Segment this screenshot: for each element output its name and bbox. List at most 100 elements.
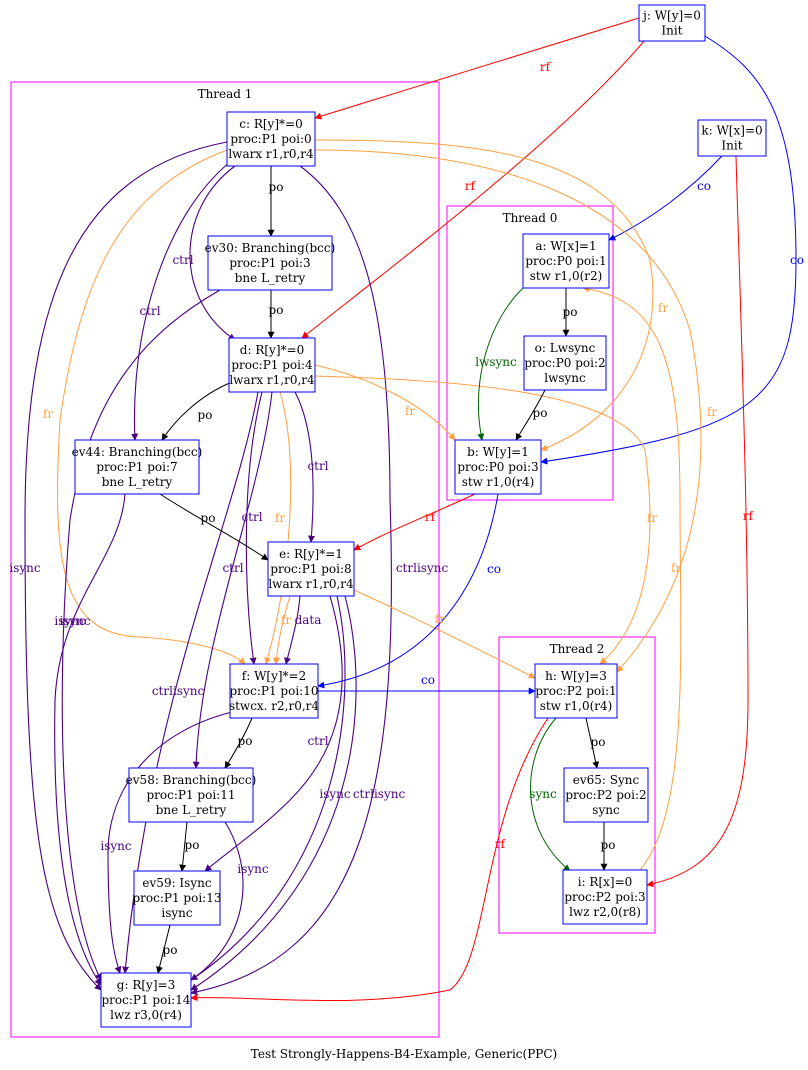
edge-label-d-h: fr xyxy=(647,511,657,525)
edge-label-b-f: co xyxy=(487,562,501,576)
edge-label-c-b: fr xyxy=(658,301,668,315)
node-j-line-1: j: W[y]=0 xyxy=(641,9,701,23)
edge-label-k-i: rf xyxy=(743,509,755,523)
edge-label-h-i: sync xyxy=(529,787,557,801)
edge-label-d-ev58: ctrl xyxy=(222,561,243,575)
node-c-line-2: proc:P1 poi:0 xyxy=(230,132,311,146)
diagram-caption: Test Strongly-Happens-B4-Example, Generi… xyxy=(251,1047,557,1061)
node-ev59-line-2: proc:P1 poi:13 xyxy=(133,891,222,905)
edge-c-h xyxy=(314,149,702,673)
edge-label-c-g: isync xyxy=(9,561,41,575)
edge-d-ev58 xyxy=(192,391,273,769)
node-ev65-line-3: sync xyxy=(592,803,620,817)
node-i-line-3: lwz r2,0(r8) xyxy=(569,905,641,919)
edge-label-c-d: ctrl xyxy=(172,253,193,267)
edge-label-ev44-g: isync xyxy=(59,614,91,628)
edge-label-ev30-d: po xyxy=(269,303,284,317)
edge-ev58-g xyxy=(190,821,244,981)
edge-label-a-b: lwsync xyxy=(475,355,517,369)
edge-e-g2 xyxy=(190,595,357,991)
edge-label-e-f: data xyxy=(295,613,322,627)
node-i-line-1: i: R[x]=0 xyxy=(578,875,633,889)
edge-c-d xyxy=(189,165,236,341)
edge-label-d-g: ctrlisync xyxy=(152,684,205,698)
node-j-line-2: Init xyxy=(661,24,682,38)
node-ev30-line-2: proc:P1 poi:3 xyxy=(229,256,310,270)
node-k-line-2: Init xyxy=(721,139,742,153)
edge-i-a xyxy=(582,285,682,871)
node-f-line-1: f: W[y]*=2 xyxy=(242,669,306,683)
node-ev44-line-3: bne L_retry xyxy=(102,475,173,489)
cluster-label-t2: Thread 2 xyxy=(550,642,605,656)
edge-j-d xyxy=(301,39,646,339)
edge-c-g2 xyxy=(190,165,392,996)
node-ev58-line-1: ev58: Branching(bcc) xyxy=(126,773,257,787)
edge-label-j-b: co xyxy=(790,253,804,267)
node-e-line-2: proc:P1 poi:8 xyxy=(270,562,351,576)
node-ev58-line-3: bne L_retry xyxy=(156,803,227,817)
edge-c-f xyxy=(57,149,246,665)
edge-label-k-a: co xyxy=(697,179,711,193)
edge-a-b xyxy=(477,287,524,441)
edge-e-g xyxy=(190,595,346,981)
edge-c-ev44 xyxy=(131,161,231,441)
edge-d-g xyxy=(122,391,259,974)
cluster-t1: Thread 1 xyxy=(10,81,440,1038)
edge-label-o-b: po xyxy=(533,406,548,420)
edge-label-f-ev58: po xyxy=(238,734,253,748)
node-k-line-1: k: W[x]=0 xyxy=(701,124,762,138)
node-i-line-2: proc:P2 poi:3 xyxy=(564,890,645,904)
edge-d-b xyxy=(314,364,456,441)
node-ev30-line-1: ev30: Branching(bcc) xyxy=(205,241,336,255)
edge-e-ev59 xyxy=(204,595,343,872)
edge-f-g xyxy=(107,711,233,974)
edge-d-f xyxy=(245,391,263,665)
edge-label-f-g: isync xyxy=(100,839,132,853)
edge-e-h xyxy=(353,589,536,679)
edge-f-ev58 xyxy=(224,717,253,769)
node-o-line-3: lwsync xyxy=(544,371,586,385)
edge-label-ev58-g: isync xyxy=(237,862,269,876)
edge-label-i-a: fr xyxy=(671,561,681,575)
edge-ev59-g xyxy=(156,924,171,974)
node-a-line-1: a: W[x]=1 xyxy=(535,239,596,253)
edge-label-d-f2: fr xyxy=(275,511,285,525)
cluster-label-t0: Thread 0 xyxy=(503,211,558,225)
edge-label-c-f: fr xyxy=(43,407,53,421)
node-g-line-3: lwz r3,0(r4) xyxy=(110,1008,182,1022)
node-d-line-3: lwarx r1,r0,r4 xyxy=(229,373,315,387)
node-ev59-line-3: isync xyxy=(161,906,193,920)
edge-label-b-e: rf xyxy=(425,510,437,524)
edge-label-c-ev30: po xyxy=(269,180,284,194)
edge-label-e-f2: fr xyxy=(281,613,291,627)
node-d-line-2: proc:P1 poi:4 xyxy=(231,358,313,372)
cluster-t2: Thread 2 xyxy=(498,636,656,934)
edge-label-d-e: ctrl xyxy=(307,459,328,473)
edge-h-i xyxy=(530,717,571,872)
edge-c-b xyxy=(314,139,654,452)
edge-label-d-f: ctrl xyxy=(241,510,262,524)
edge-d-h xyxy=(314,375,651,665)
node-f-line-2: proc:P1 poi:10 xyxy=(230,684,319,698)
edge-label-e-g2: ctrlisync xyxy=(353,787,406,801)
edge-label-c-g2: ctrlisync xyxy=(396,561,449,575)
cluster-t0: Thread 0 xyxy=(446,205,614,501)
node-ev44-line-1: ev44: Branching(bcc) xyxy=(72,445,203,459)
